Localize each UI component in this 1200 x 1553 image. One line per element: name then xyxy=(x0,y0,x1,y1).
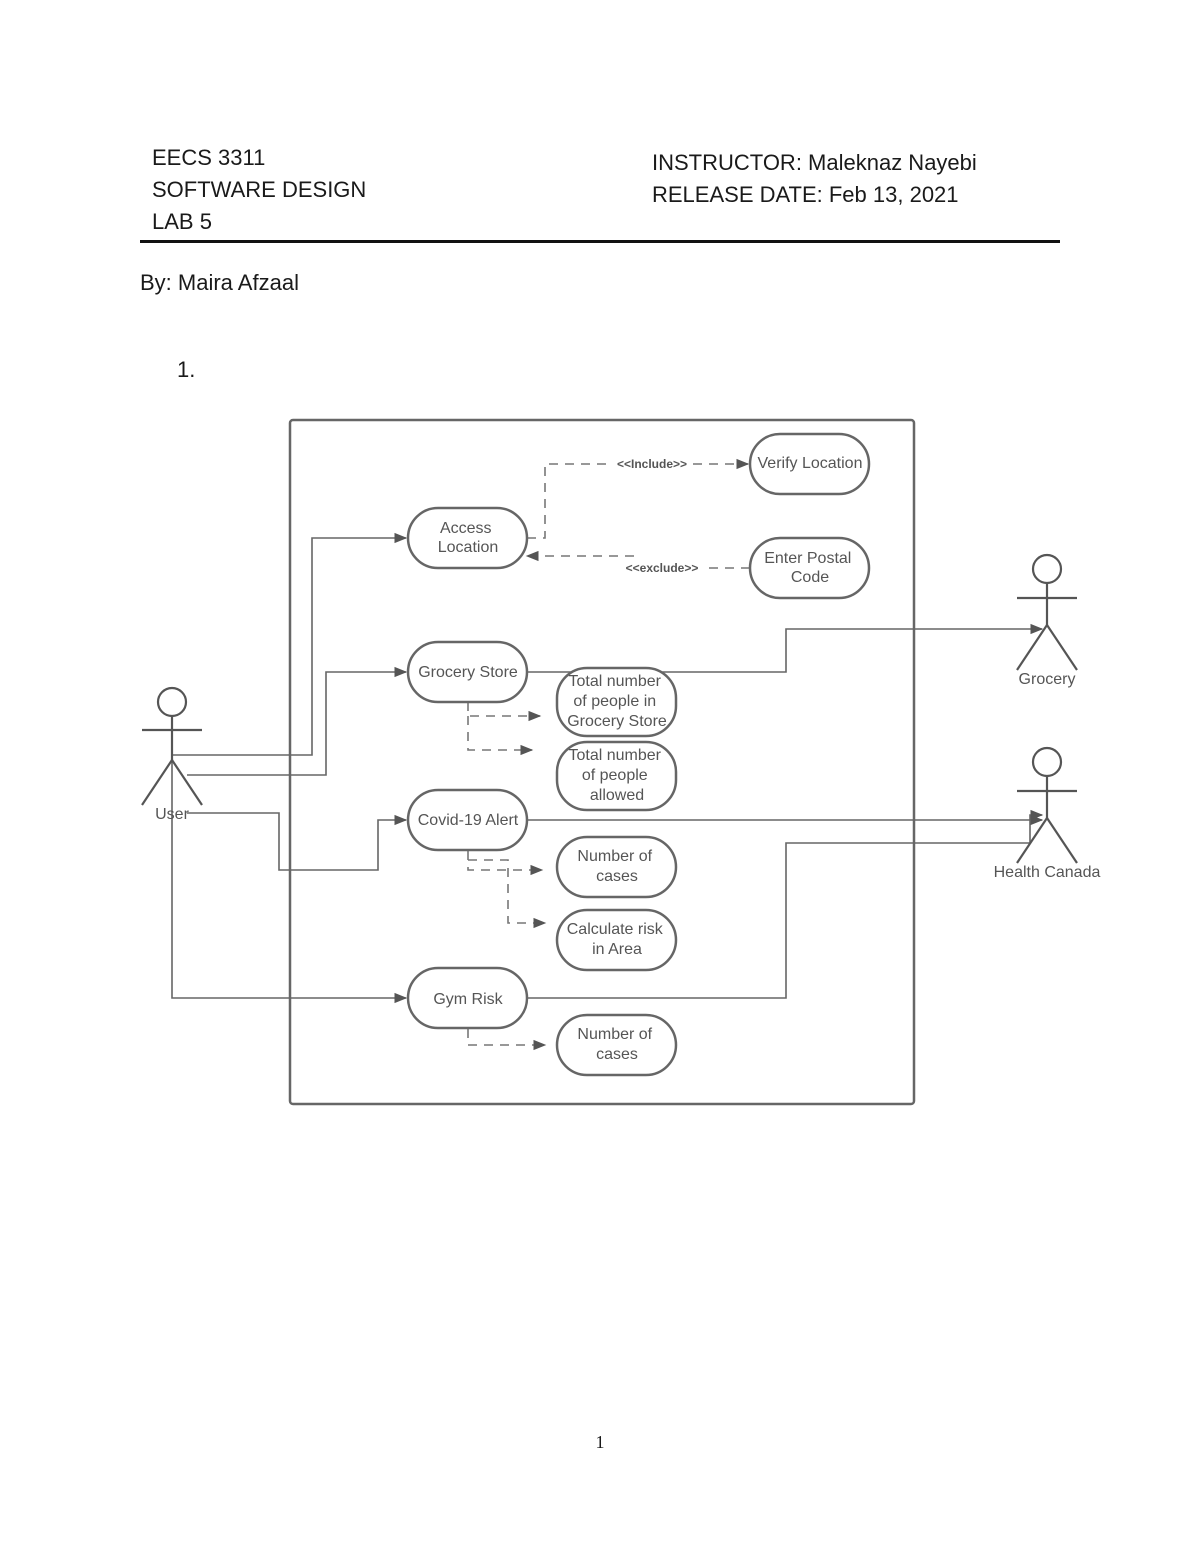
use-case-calculate-risk-label: Calculate risk in Area xyxy=(567,921,667,958)
exclude-label: <<exclude>> xyxy=(626,561,699,575)
use-case-gym-risk xyxy=(406,966,529,1030)
course-code: EECS 3311 xyxy=(152,145,266,170)
user-actor-icon xyxy=(141,686,203,806)
use-case-gym-risk-label: Gym Risk xyxy=(433,991,503,1008)
system-boundary xyxy=(288,418,916,1106)
page-number: 1 xyxy=(595,1432,605,1452)
instructor-info: INSTRUCTOR: Maleknaz Nayebi RELEASE DATE… xyxy=(652,147,977,211)
instructor: INSTRUCTOR: Maleknaz Nayebi xyxy=(652,150,977,175)
gym-risk-health-canada-link xyxy=(527,809,1044,999)
use-case-number-of-cases-2 xyxy=(555,1013,678,1077)
use-case-grocery-store-label: Grocery Store xyxy=(418,664,518,681)
use-case-number-of-cases-1 xyxy=(555,835,678,899)
grocery-actor-label: Grocery xyxy=(1019,671,1076,688)
grocery-ext-link-1 xyxy=(467,702,542,722)
course-info: EECS 3311 SOFTWARE DESIGN LAB 5 xyxy=(152,142,366,238)
release-date: RELEASE DATE: Feb 13, 2021 xyxy=(652,182,959,207)
use-case-verify-location xyxy=(748,432,871,496)
covid-ext-link-1 xyxy=(467,851,544,876)
use-case-grocery-store xyxy=(406,640,529,704)
use-case-calculate-risk xyxy=(555,908,678,972)
use-case-enter-postal-code-label: Enter Postal Code xyxy=(764,550,856,586)
user-access-location-link xyxy=(172,532,408,756)
include-relation xyxy=(527,458,750,539)
grocery-ext-link-2 xyxy=(467,716,534,756)
health-canada-actor-label: Health Canada xyxy=(994,864,1101,881)
use-case-number-of-cases-1-label: Number of cases xyxy=(577,848,656,885)
health-canada-actor-icon xyxy=(1016,746,1078,864)
use-case-access-location-label: Access Location xyxy=(438,520,499,556)
course-title: SOFTWARE DESIGN xyxy=(152,177,367,202)
use-case-verify-location-label: Verify Location xyxy=(758,455,863,472)
use-case-number-of-cases-2-label: Number of cases xyxy=(577,1026,656,1063)
use-case-total-people-in-store xyxy=(555,666,678,738)
use-case-access-location xyxy=(406,506,529,570)
user-actor-label: User xyxy=(155,806,189,823)
use-case-total-people-allowed xyxy=(555,740,678,812)
grocery-actor-icon xyxy=(1016,553,1078,671)
header-divider xyxy=(140,240,1060,243)
user-gym-risk-link xyxy=(171,760,408,1004)
user-covid-alert-link xyxy=(187,812,408,871)
use-case-total-people-allowed-label: Total number of people allowed xyxy=(569,747,666,804)
grocery-store-grocery-link xyxy=(527,623,1044,673)
gym-ext-link xyxy=(467,1029,547,1051)
question-number: 1. xyxy=(177,357,196,382)
use-case-covid-alert xyxy=(406,788,529,852)
user-grocery-store-link xyxy=(187,666,408,776)
author: By: Maira Afzaal xyxy=(140,270,299,295)
use-case-enter-postal-code xyxy=(748,536,871,600)
lab-title: LAB 5 xyxy=(152,209,212,234)
covid-ext-link-2 xyxy=(468,859,547,929)
include-label: <<Include>> xyxy=(617,457,687,471)
use-case-covid-alert-label: Covid-19 Alert xyxy=(418,812,519,829)
use-case-total-people-in-store-label: Total number of people in Grocery Store xyxy=(567,673,667,730)
